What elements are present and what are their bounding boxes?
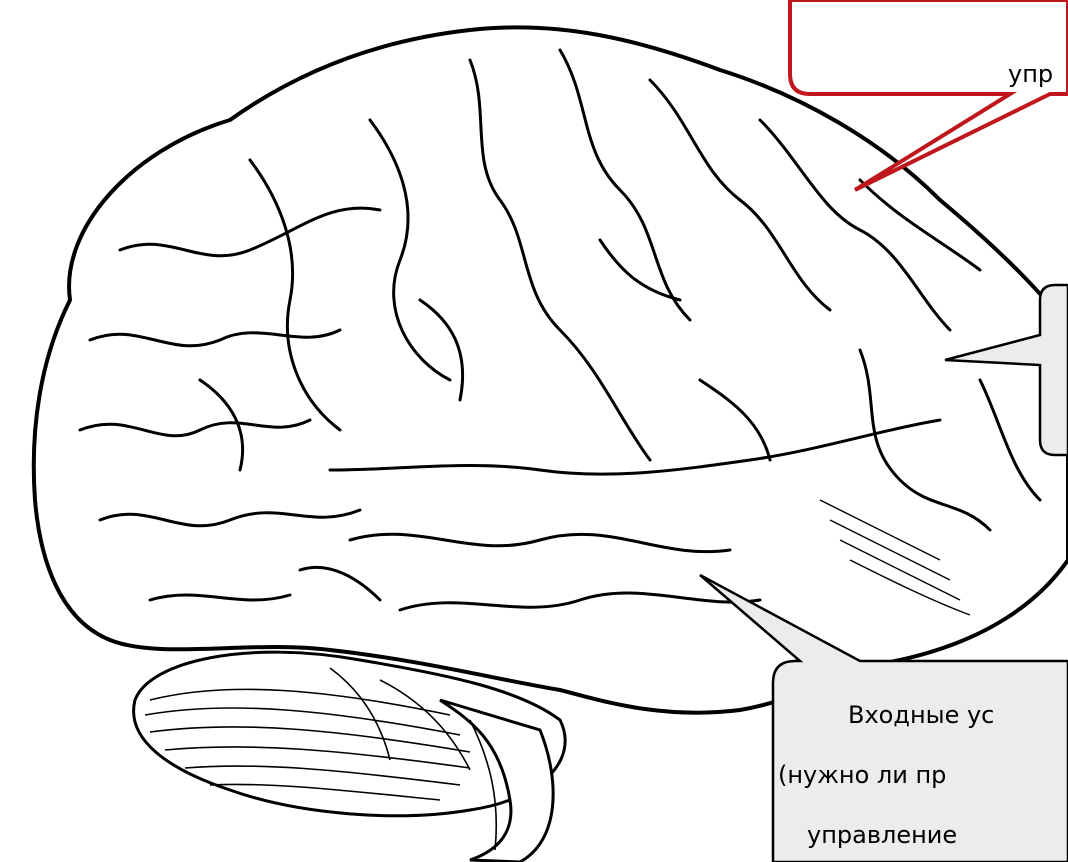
callout-bottom-line-2: (нужно ли пр [778,761,946,789]
cerebrum-shape [34,27,1068,712]
callout-top-line-1: упр [1008,60,1053,88]
callout-bottom-line-3: управление [807,821,957,849]
callout-bottom-line-1: Входные ус [848,701,994,729]
